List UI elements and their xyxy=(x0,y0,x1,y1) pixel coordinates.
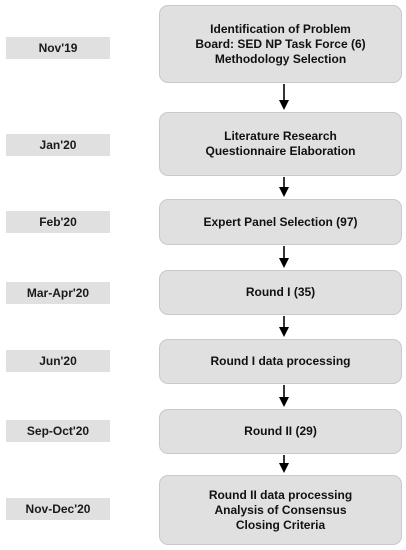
step-text: Round I (35) xyxy=(245,285,316,299)
date-label-2: Jan'20 xyxy=(6,134,110,156)
date-label-7: Nov-Dec'20 xyxy=(6,498,110,520)
step-box-1: Identification of Problem Board: SED NP … xyxy=(159,5,402,83)
step-box-7: Round II data processing Analysis of Con… xyxy=(159,475,402,545)
arrow-2-icon xyxy=(279,177,289,197)
step-text: Board: SED NP Task Force (6) xyxy=(195,36,366,51)
step-text: Methodology Selection xyxy=(214,51,347,66)
arrow-3-icon xyxy=(279,246,289,268)
step-box-5: Round I data processing xyxy=(159,339,402,384)
date-label-6: Sep-Oct'20 xyxy=(6,420,110,442)
step-box-2: Literature Research Questionnaire Elabor… xyxy=(159,112,402,176)
step-text: Literature Research xyxy=(224,129,337,143)
arrow-5-icon xyxy=(279,385,289,407)
step-text: Questionnaire Elaboration xyxy=(205,144,356,158)
step-text: Identification of Problem xyxy=(210,21,351,36)
step-box-4: Round I (35) xyxy=(159,270,402,315)
step-text: Closing Criteria xyxy=(235,517,326,532)
arrow-6-icon xyxy=(279,455,289,473)
step-box-3: Expert Panel Selection (97) xyxy=(159,199,402,245)
date-label-5: Jun'20 xyxy=(6,350,110,372)
step-text: Round I data processing xyxy=(210,354,351,368)
date-label-1: Nov'19 xyxy=(6,37,110,59)
step-text: Round II (29) xyxy=(244,424,317,438)
step-text: Expert Panel Selection (97) xyxy=(203,214,358,229)
date-label-3: Feb'20 xyxy=(6,211,110,233)
step-text: Round II data processing xyxy=(208,487,353,502)
arrow-1-icon xyxy=(279,84,289,110)
step-text: Analysis of Consensus xyxy=(214,502,347,517)
arrow-4-icon xyxy=(279,316,289,337)
step-box-6: Round II (29) xyxy=(159,409,402,454)
date-label-4: Mar-Apr'20 xyxy=(6,282,110,304)
